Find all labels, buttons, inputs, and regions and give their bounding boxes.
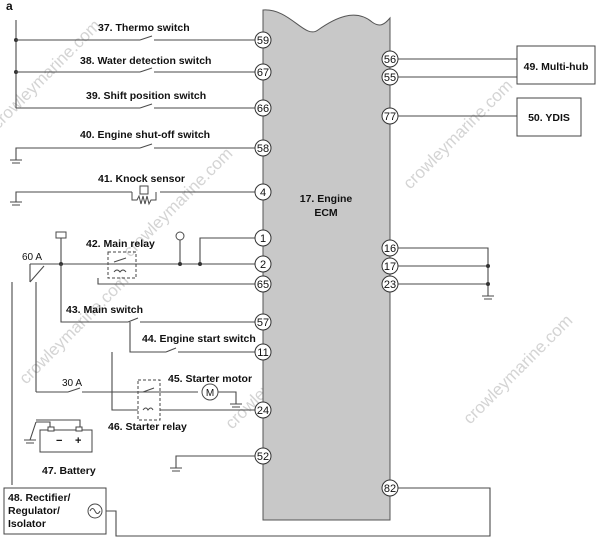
pin-59: 59	[254, 31, 272, 49]
pin-77: 77	[381, 107, 399, 125]
connector-icon	[55, 231, 67, 239]
ydis-box	[516, 97, 582, 137]
label-main-relay: 42. Main relay	[86, 238, 155, 250]
svg-text:55: 55	[384, 72, 396, 84]
multi-hub-box	[516, 45, 596, 85]
svg-text:77: 77	[384, 111, 396, 123]
svg-text:16: 16	[384, 243, 396, 255]
pin-65: 65	[254, 275, 272, 293]
label-engine-start-switch: 44. Engine start switch	[142, 333, 256, 345]
ac-symbol-icon	[87, 503, 103, 519]
pin-17: 17	[381, 257, 399, 275]
ecm-label-line2: ECM	[314, 207, 338, 219]
motor-symbol: M	[206, 388, 214, 399]
pin-23: 23	[381, 275, 399, 293]
label-multi-hub: 49. Multi-hub	[524, 61, 589, 73]
svg-text:67: 67	[257, 67, 269, 79]
main-relay-icon	[107, 251, 137, 279]
label-shift-position-switch: 39. Shift position switch	[86, 90, 206, 102]
battery-icon	[39, 429, 93, 453]
svg-text:59: 59	[257, 35, 269, 47]
svg-text:56: 56	[384, 54, 396, 66]
label-rectifier-line3: Isolator	[8, 518, 46, 530]
terminal-icon	[175, 231, 185, 241]
label-starter-motor: 45. Starter motor	[168, 373, 252, 385]
starter-relay-icon	[137, 379, 161, 421]
pin-2: 2	[254, 255, 272, 273]
engine-ecm	[262, 9, 391, 521]
pin-4: 4	[254, 183, 272, 201]
watermark: crowleymarine.com	[15, 271, 132, 388]
label-battery: 47. Battery	[42, 465, 96, 477]
pin-57: 57	[254, 313, 272, 331]
svg-text:57: 57	[257, 317, 269, 329]
ecm-label-line1: 17. Engine	[300, 193, 353, 205]
pin-58: 58	[254, 139, 272, 157]
battery-pos: +	[75, 435, 81, 447]
pin-67: 67	[254, 63, 272, 81]
label-rectifier-line2: Regulator/	[8, 505, 60, 517]
svg-text:23: 23	[384, 279, 396, 291]
pin-52: 52	[254, 447, 272, 465]
pin-55: 55	[381, 68, 399, 86]
pin-56: 56	[381, 50, 399, 68]
svg-text:11: 11	[257, 347, 268, 359]
label-starter-relay: 46. Starter relay	[108, 421, 187, 433]
label-thermo-switch: 37. Thermo switch	[98, 22, 190, 34]
svg-text:65: 65	[257, 279, 269, 291]
label-rectifier-line1: 48. Rectifier/	[8, 492, 71, 504]
svg-text:58: 58	[257, 143, 269, 155]
pin-1: 1	[254, 229, 272, 247]
label-knock-sensor: 41. Knock sensor	[98, 173, 185, 185]
figure-label: a	[6, 0, 13, 13]
pin-66: 66	[254, 99, 272, 117]
svg-text:2: 2	[260, 259, 266, 271]
svg-text:52: 52	[257, 451, 269, 463]
label-engine-shut-off-switch: 40. Engine shut-off switch	[80, 129, 210, 141]
pin-24: 24	[254, 401, 272, 419]
label-water-detection-switch: 38. Water detection switch	[80, 55, 211, 67]
pin-82: 82	[381, 479, 399, 497]
fuse-60a-label: 60 A	[22, 252, 42, 263]
rectifier-regulator-isolator	[3, 487, 107, 535]
pin-16: 16	[381, 239, 399, 257]
label-main-switch: 43. Main switch	[66, 304, 143, 316]
svg-text:17: 17	[384, 261, 396, 273]
svg-text:82: 82	[384, 483, 396, 495]
battery-neg: −	[56, 435, 62, 447]
label-ydis: 50. YDIS	[528, 112, 570, 124]
watermark: crowleymarine.com	[399, 76, 516, 193]
svg-text:4: 4	[260, 187, 266, 199]
watermark: crowleymarine.com	[459, 311, 576, 428]
svg-text:1: 1	[260, 233, 266, 245]
svg-text:66: 66	[257, 103, 269, 115]
fuse-30a-label: 30 A	[62, 378, 82, 389]
pin-11: 11	[254, 343, 272, 361]
svg-text:24: 24	[257, 405, 269, 417]
